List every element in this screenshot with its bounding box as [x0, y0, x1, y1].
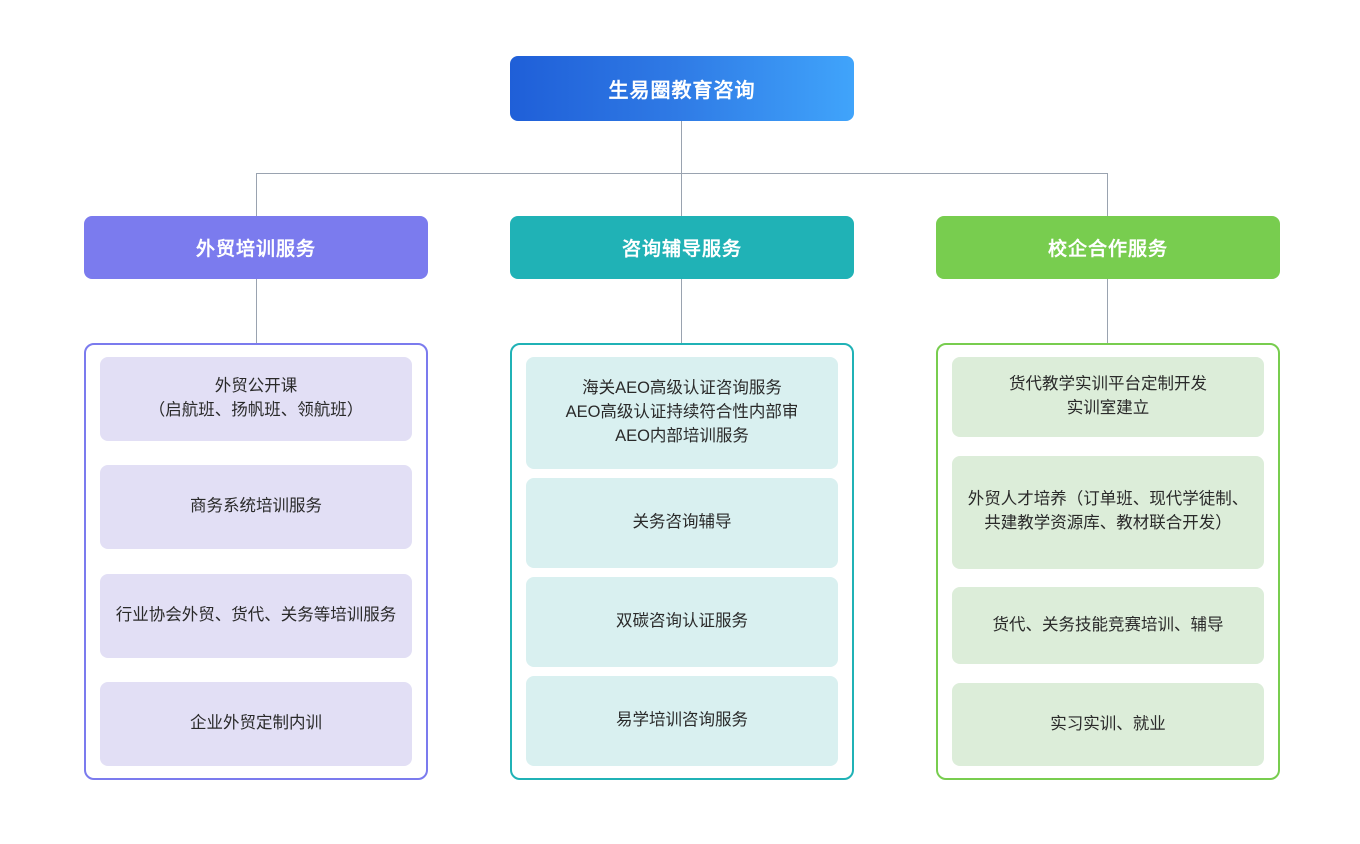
- service-card[interactable]: 双碳咨询认证服务: [526, 577, 838, 667]
- connector-branch-right: [1107, 173, 1108, 216]
- branch-items-container: 外贸公开课 （启航班、扬帆班、领航班） 商务系统培训服务 行业协会外贸、货代、关…: [84, 343, 428, 780]
- branch-items-container: 货代教学实训平台定制开发 实训室建立 外贸人才培养（订单班、现代学徒制、共建教学…: [936, 343, 1280, 780]
- service-card[interactable]: 行业协会外贸、货代、关务等培训服务: [100, 573, 412, 658]
- branch-header-consulting-guidance[interactable]: 咨询辅导服务: [510, 216, 854, 279]
- branch-items-container: 海关AEO高级认证咨询服务 AEO高级认证持续符合性内部审 AEO内部培训服务 …: [510, 343, 854, 780]
- service-card[interactable]: 关务咨询辅导: [526, 478, 838, 568]
- root-node[interactable]: 生易圈教育咨询: [510, 56, 854, 121]
- branch-header-foreign-trade-training[interactable]: 外贸培训服务: [84, 216, 428, 279]
- connector-left-header-to-box: [256, 279, 257, 343]
- connector-right-header-to-box: [1107, 279, 1108, 343]
- service-card[interactable]: 外贸人才培养（订单班、现代学徒制、共建教学资源库、教材联合开发）: [952, 455, 1264, 569]
- service-card[interactable]: 货代、关务技能竞赛培训、辅导: [952, 587, 1264, 665]
- connector-branch-left: [256, 173, 257, 216]
- service-card[interactable]: 易学培训咨询服务: [526, 676, 838, 766]
- service-card[interactable]: 企业外贸定制内训: [100, 681, 412, 766]
- service-card[interactable]: 货代教学实训平台定制开发 实训室建立: [952, 357, 1264, 437]
- branch-column-school-enterprise-cooperation: 校企合作服务 货代教学实训平台定制开发 实训室建立 外贸人才培养（订单班、现代学…: [936, 216, 1280, 780]
- connector-branch-middle: [681, 173, 682, 216]
- branch-header-label: 外贸培训服务: [195, 239, 316, 260]
- service-card[interactable]: 海关AEO高级认证咨询服务 AEO高级认证持续符合性内部审 AEO内部培训服务: [526, 357, 838, 469]
- branch-header-school-enterprise-cooperation[interactable]: 校企合作服务: [936, 216, 1280, 279]
- connector-middle-header-to-box: [681, 279, 682, 343]
- connector-root-down: [681, 121, 682, 173]
- root-node-label: 生易圈教育咨询: [608, 80, 756, 102]
- service-card[interactable]: 商务系统培训服务: [100, 465, 412, 550]
- branch-column-foreign-trade-training: 外贸培训服务 外贸公开课 （启航班、扬帆班、领航班） 商务系统培训服务 行业协会…: [84, 216, 428, 780]
- service-card[interactable]: 外贸公开课 （启航班、扬帆班、领航班）: [100, 357, 412, 441]
- branch-column-consulting-guidance: 咨询辅导服务 海关AEO高级认证咨询服务 AEO高级认证持续符合性内部审 AEO…: [510, 216, 854, 780]
- branch-header-label: 校企合作服务: [1047, 239, 1168, 260]
- branch-header-label: 咨询辅导服务: [621, 239, 742, 260]
- service-card[interactable]: 实习实训、就业: [952, 682, 1264, 766]
